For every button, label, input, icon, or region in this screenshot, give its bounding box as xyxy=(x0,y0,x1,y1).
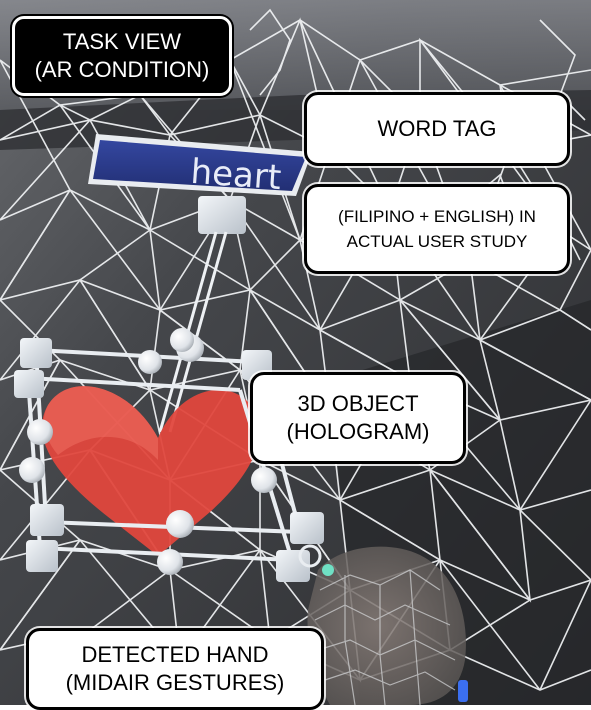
rotate-handle[interactable] xyxy=(251,467,277,493)
callout-language-line1: (FILIPINO + ENGLISH) IN xyxy=(338,204,536,229)
word-tag-anchor xyxy=(198,196,246,234)
callout-hand-line1: DETECTED HAND xyxy=(81,641,268,669)
rotate-handle[interactable] xyxy=(166,510,194,538)
callout-hand-line2: (MIDAIR GESTURES) xyxy=(66,669,285,697)
view-label-line1: TASK VIEW xyxy=(63,28,181,56)
callout-word-tag-text: WORD TAG xyxy=(378,115,497,143)
callout-3d-object: 3D OBJECT (HOLOGRAM) xyxy=(250,372,466,464)
callout-language-note: (FILIPINO + ENGLISH) IN ACTUAL USER STUD… xyxy=(304,184,570,274)
rotate-handle[interactable] xyxy=(138,350,162,374)
scale-handle-corner[interactable] xyxy=(20,338,52,368)
rotate-handle[interactable] xyxy=(170,328,194,352)
scale-handle-corner[interactable] xyxy=(14,370,44,398)
pinch-cursor xyxy=(322,564,334,576)
rotate-handle[interactable] xyxy=(157,549,183,575)
fingertip-marker xyxy=(458,680,468,702)
scale-handle-corner[interactable] xyxy=(290,512,324,544)
rotate-handle[interactable] xyxy=(27,419,53,445)
callout-language-line2: ACTUAL USER STUDY xyxy=(347,229,528,254)
view-label-line2: (AR CONDITION) xyxy=(35,56,210,84)
rotate-handle[interactable] xyxy=(19,457,45,483)
view-label: TASK VIEW (AR CONDITION) xyxy=(12,16,232,96)
scale-handle-corner[interactable] xyxy=(30,504,64,536)
word-tag-text: heart xyxy=(189,152,282,198)
callout-object-line2: (HOLOGRAM) xyxy=(287,418,430,446)
callout-word-tag: WORD TAG xyxy=(304,92,570,166)
scale-handle-corner[interactable] xyxy=(26,540,58,572)
callout-detected-hand: DETECTED HAND (MIDAIR GESTURES) xyxy=(26,628,324,710)
callout-object-line1: 3D OBJECT xyxy=(297,390,418,418)
